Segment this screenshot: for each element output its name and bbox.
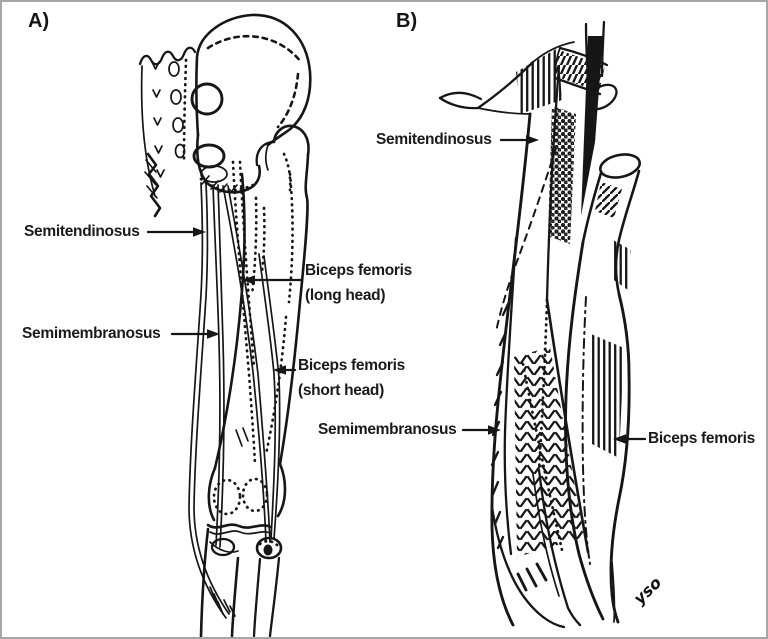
biceps-femoris-arrow-b <box>613 434 647 444</box>
label-biceps-short-line1: Biceps femoris <box>298 357 405 374</box>
knee-tibia-fibula <box>199 477 283 637</box>
ischial-tendon-stumps-b <box>553 20 641 296</box>
hamstring-muscle-lines-a <box>188 160 281 619</box>
label-semitendinosus-a: Semitendinosus <box>24 223 140 240</box>
biceps-femoris-muscle-b <box>564 240 631 624</box>
label-biceps-long-line1: Biceps femoris <box>305 262 412 279</box>
label-biceps-femoris-b: Biceps femoris <box>648 430 755 447</box>
annotation-arrows <box>146 135 647 444</box>
label-biceps-long-line2: (long head) <box>305 287 386 304</box>
semimembranosus-arrow-a <box>170 329 220 339</box>
semimembranosus-arrow-b <box>461 425 501 435</box>
semitendinosus-arrow-b <box>499 135 539 145</box>
panel-b-tag: B) <box>396 10 418 32</box>
label-biceps-femoris-short-head-a: Biceps femoris (short head) <box>298 353 405 403</box>
sacrum-and-spine <box>138 46 197 218</box>
label-semimembranosus-b: Semimembranosus <box>318 421 457 438</box>
semitendinosus-line-a <box>188 182 230 619</box>
semimembranosus-line-a <box>212 184 225 548</box>
label-semitendinosus-b: Semitendinosus <box>376 131 492 148</box>
pelvis <box>190 13 312 194</box>
panel-b-drawing <box>438 20 641 629</box>
biceps-short-head-arrow-a <box>273 365 297 375</box>
biceps-femoris-short-head-line-a <box>258 253 281 540</box>
semimembranosus-muscle-b <box>490 236 590 629</box>
biceps-femoris-long-head-line-a <box>222 185 271 543</box>
panel-a-drawing <box>138 13 312 637</box>
semitendinosus-arrow-a <box>146 227 206 237</box>
label-biceps-femoris-long-head-a: Biceps femoris (long head) <box>305 258 412 308</box>
label-biceps-short-line2: (short head) <box>298 382 384 399</box>
panel-a-tag: A) <box>28 10 50 32</box>
biceps-long-head-arrow-a <box>242 275 303 285</box>
label-semimembranosus-a: Semimembranosus <box>22 325 161 342</box>
